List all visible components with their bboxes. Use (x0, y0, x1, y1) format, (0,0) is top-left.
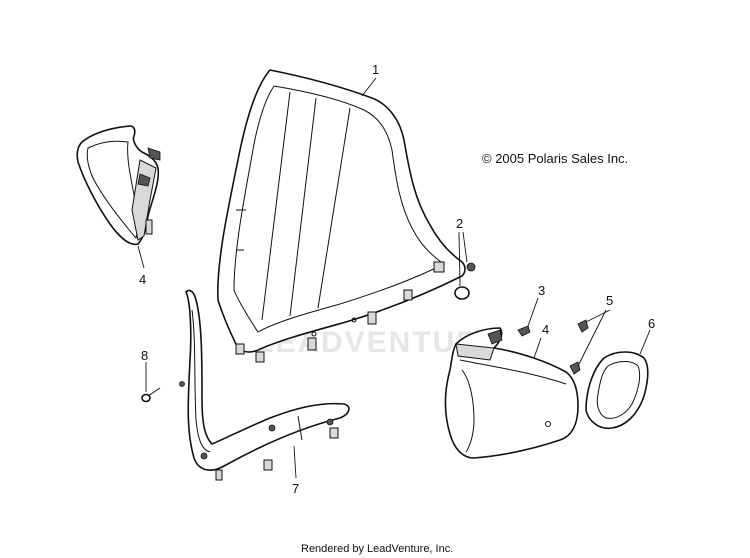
part-2-grommet (454, 262, 476, 300)
callout-5: 5 (606, 293, 613, 308)
callout-8: 8 (141, 348, 148, 363)
part-7-lower-trim (179, 289, 350, 481)
callout-1: 1 (372, 62, 379, 77)
part-6-lens-frame (585, 351, 649, 430)
callout-3: 3 (538, 283, 545, 298)
callout-labels: 1 2 3 4 4 5 6 7 8 (139, 62, 655, 496)
part-1-windshield (217, 69, 466, 363)
part-8-pin (141, 387, 161, 403)
callout-6: 6 (648, 316, 655, 331)
leader-lines (137, 77, 651, 479)
callout-2: 2 (456, 216, 463, 231)
callout-7: 7 (292, 481, 299, 496)
copyright-notice: © 2005 Polaris Sales Inc. (482, 151, 628, 166)
part-4-left-side-panel (76, 125, 161, 246)
callout-4-right: 4 (542, 322, 549, 337)
part-3-screw (517, 325, 531, 337)
part-4-right-side-panel (444, 327, 579, 459)
callout-4-left: 4 (139, 272, 146, 287)
part-5-bolts (569, 319, 589, 375)
footer-credit: Rendered by LeadVenture, Inc. (301, 543, 453, 555)
